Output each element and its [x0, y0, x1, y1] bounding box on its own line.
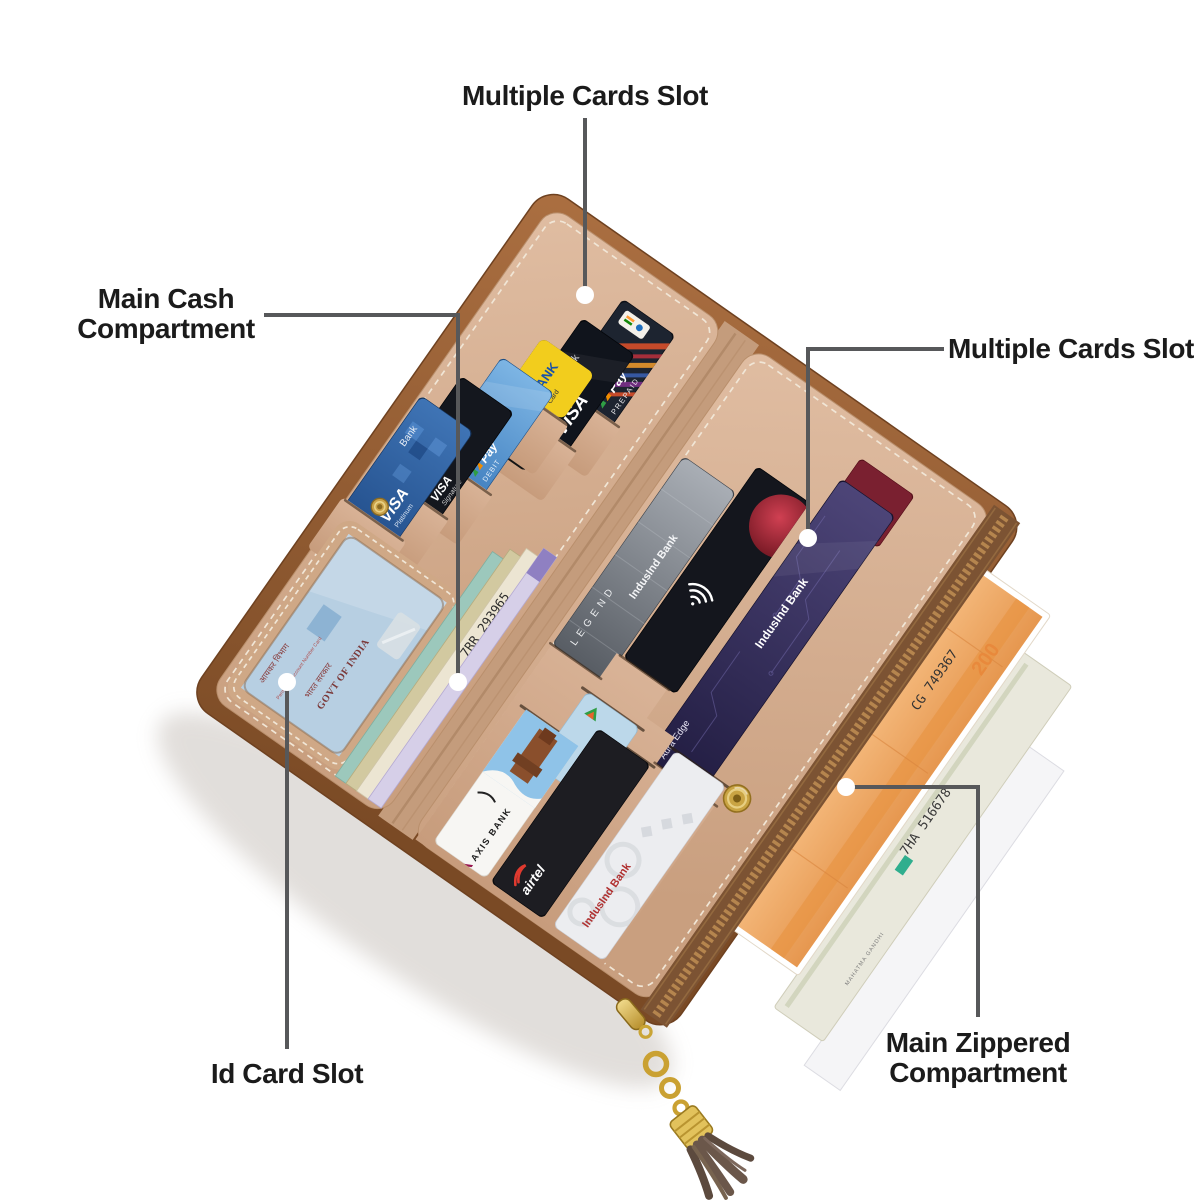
zipper-pull [615, 998, 653, 1039]
callout-text: Main Cash [97, 283, 235, 314]
rivet-stud [370, 497, 389, 516]
wallet-fold-gusset [378, 321, 760, 840]
zipper-pull-tassel [615, 998, 755, 1200]
zipper-teeth [651, 514, 1009, 1020]
snap-button [722, 784, 752, 813]
card-axis-bank: AXIS BANK [435, 709, 579, 877]
pan-card-emblem [306, 604, 342, 642]
callout-label-id-card-slot: Id Card Slot [162, 1058, 412, 1089]
cash-note-pattern [526, 548, 557, 583]
callout-label-main-cash-compartment: Main Cash Compartment [40, 283, 292, 345]
airtel-swoosh-icon [513, 863, 527, 887]
callout-label-multiple-cards-slot-right: Multiple Cards Slot [948, 333, 1200, 364]
callout-dot-zippered [837, 778, 855, 796]
callout-dots [278, 286, 855, 796]
callout-label-main-zippered-compartment: Main Zippered Compartment [853, 1027, 1103, 1089]
card-indusind-legend: IndusInd Bank LEGEND [554, 458, 735, 679]
callout-label-multiple-cards-slot-top: Multiple Cards Slot [405, 80, 765, 111]
contactless-icon [688, 582, 714, 606]
callout-text: Multiple Cards Slot [948, 333, 1194, 364]
callout-text: Compartment [77, 313, 255, 345]
callout-line-main-cash [264, 313, 460, 682]
note-200: 200 CG 749367 [727, 565, 1051, 976]
callout-text: Id Card Slot [210, 1058, 364, 1089]
callout-dot-multiple-cards-right [799, 529, 817, 547]
note-security-tag [894, 855, 914, 876]
tassel-strands [686, 1132, 755, 1200]
callout-text: Main Zippered [885, 1027, 1071, 1058]
zipper-notes: 7HA 516678 MAHATMA GANDHI 200 CG 749367 [727, 565, 1072, 1092]
callout-dot-id-card [278, 673, 296, 691]
callout-dot-main-cash [449, 673, 467, 691]
card-indusind-aura-edge: IndusInd Bank Aura Edge [648, 480, 894, 793]
callout-dot-multiple-cards-top [576, 286, 594, 304]
right-panel: EDI IndusInd Bank LEGEND [415, 353, 987, 998]
callout-line-zippered [846, 785, 980, 1017]
card-indusind-white: IndusInd Bank [554, 752, 725, 960]
callout-line-multiple-cards-right [806, 347, 944, 538]
card-logo-patch [618, 310, 650, 339]
wallet: Pay PREPAID Bank VISA [196, 193, 1072, 1092]
zipper [640, 504, 1021, 1028]
callout-text: Compartment [889, 1057, 1067, 1089]
callout-lines [264, 118, 980, 1049]
callout-text: Multiple Cards Slot [462, 80, 708, 111]
